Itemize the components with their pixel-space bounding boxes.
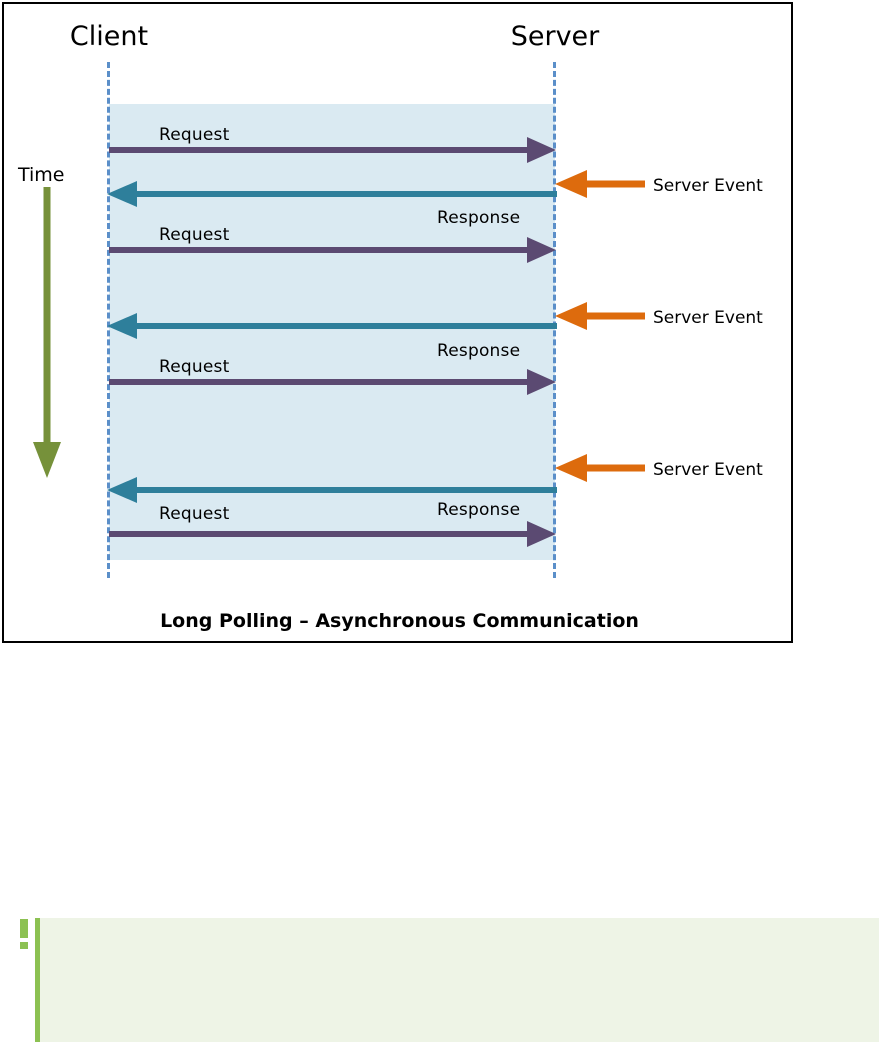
time-axis-label: Time xyxy=(18,164,65,186)
diagram-frame: Client Server Time Request Response Requ… xyxy=(2,2,793,643)
exclamation-icon xyxy=(17,919,31,951)
message-label-request-3: Request xyxy=(159,357,230,377)
client-lifeline xyxy=(107,62,110,578)
notice-panel xyxy=(35,918,879,1042)
server-event-label-2: Server Event xyxy=(653,308,763,328)
message-label-request-1: Request xyxy=(159,125,230,145)
response-arrow-2 xyxy=(107,313,557,339)
server-event-arrow-1 xyxy=(555,169,645,199)
request-arrow-1 xyxy=(109,137,557,163)
client-column-heading: Client xyxy=(69,21,149,52)
server-event-arrow-3 xyxy=(555,453,645,483)
request-arrow-3 xyxy=(109,369,557,395)
active-band xyxy=(109,104,555,560)
server-column-heading: Server xyxy=(510,21,600,52)
message-label-response-2: Response xyxy=(437,341,521,361)
request-arrow-4 xyxy=(109,521,557,547)
server-event-label-1: Server Event xyxy=(653,176,763,196)
diagram-caption: Long Polling – Asynchronous Communicatio… xyxy=(160,610,639,632)
request-arrow-2 xyxy=(109,237,557,263)
message-label-request-4: Request xyxy=(159,504,230,524)
message-label-response-3: Response xyxy=(437,500,521,520)
server-lifeline xyxy=(553,62,556,578)
message-label-request-2: Request xyxy=(159,225,230,245)
time-axis-arrow-icon xyxy=(29,187,65,479)
response-arrow-1 xyxy=(107,181,557,207)
response-arrow-3 xyxy=(107,477,557,503)
server-event-label-3: Server Event xyxy=(653,460,763,480)
message-label-response-1: Response xyxy=(437,208,521,228)
server-event-arrow-2 xyxy=(555,301,645,331)
